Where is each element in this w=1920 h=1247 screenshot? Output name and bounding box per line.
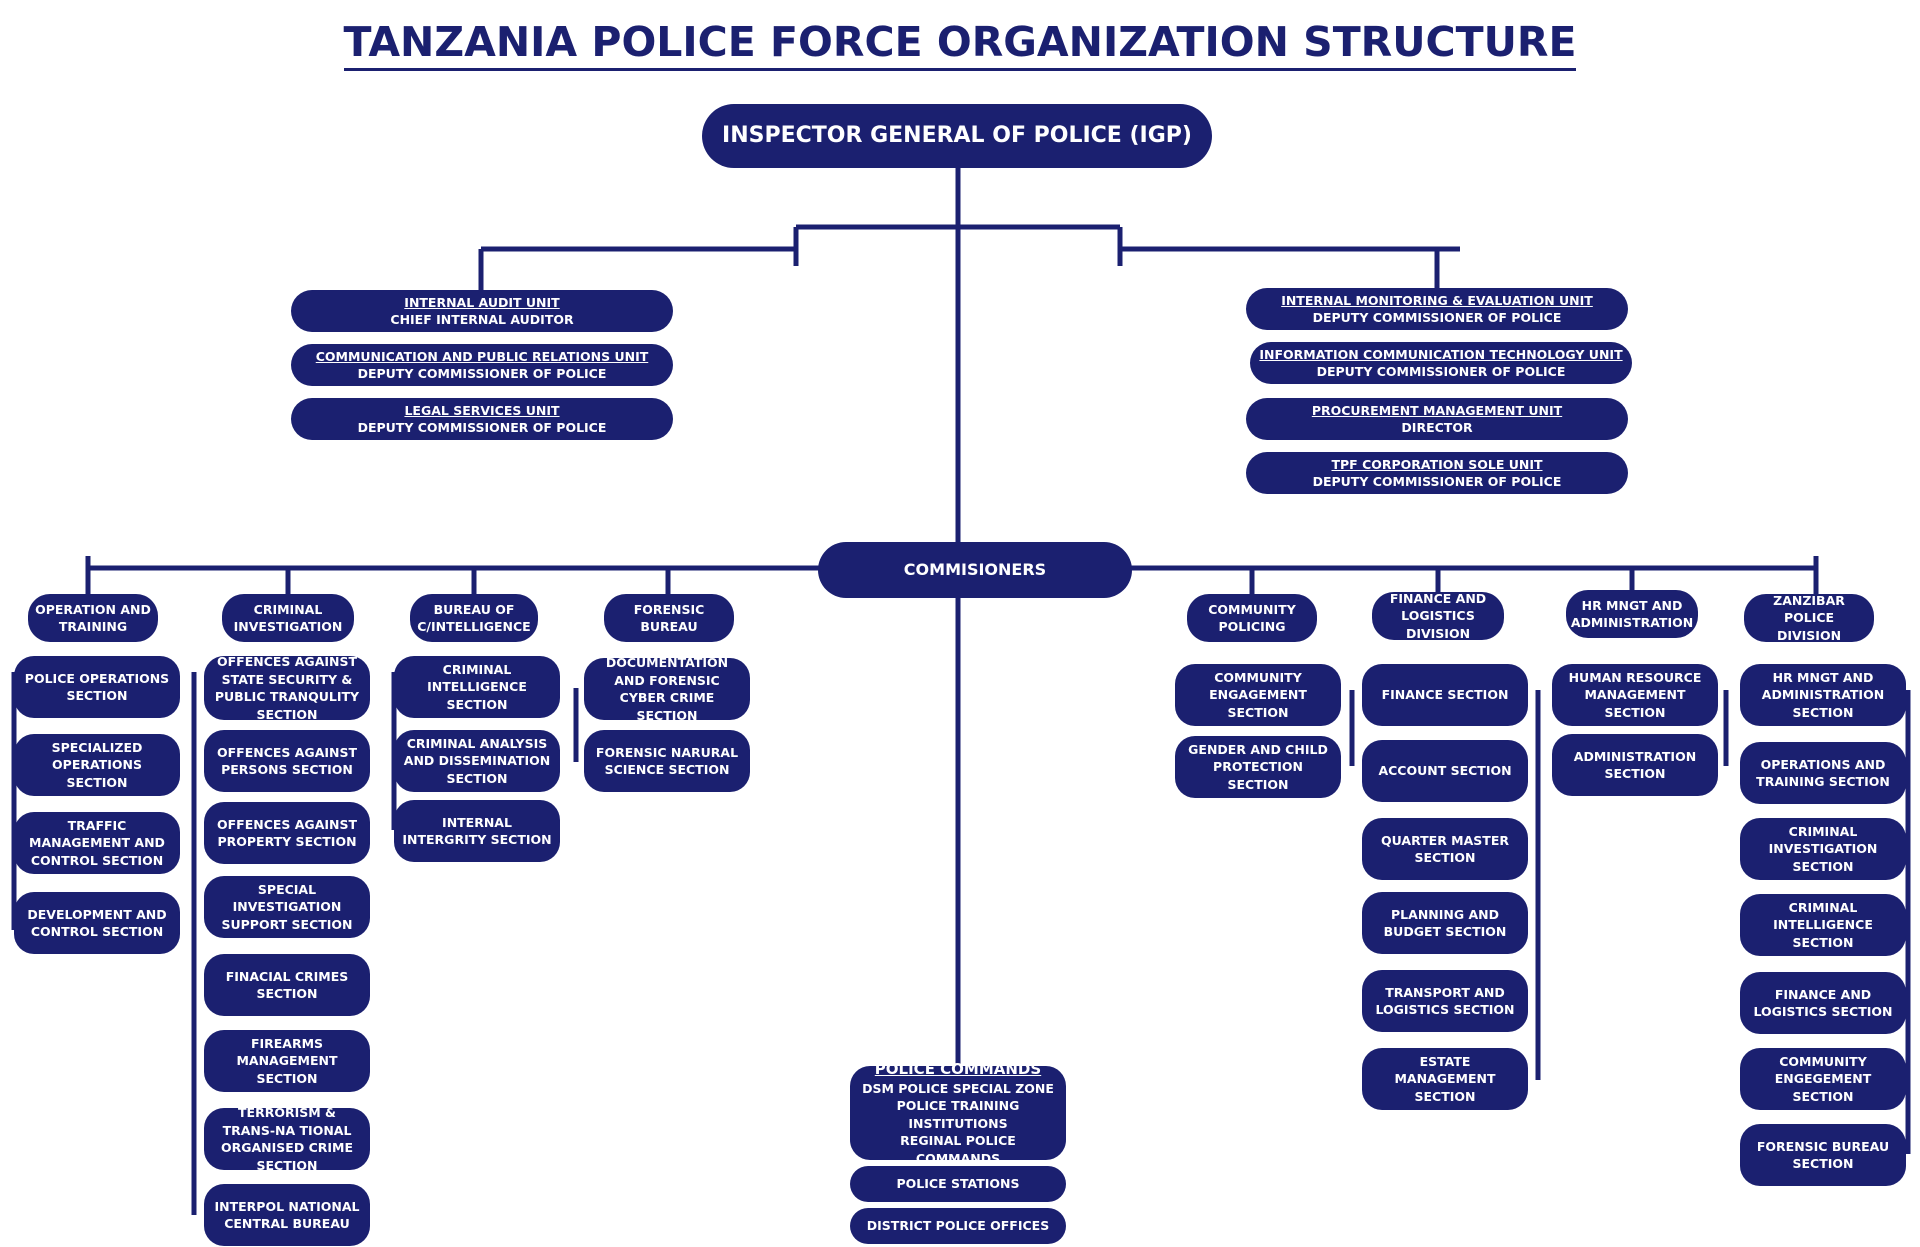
section-box: DOCUMENTATION AND FORENSIC CYBER CRIME S…: [584, 655, 750, 723]
page-title: TANZANIA POLICE FORCE ORGANIZATION STRUC…: [0, 18, 1920, 71]
division-forensic-bureau: FORENSIC BUREAU: [604, 594, 734, 642]
section-box: FINACIAL CRIMES SECTION: [204, 954, 370, 1016]
division-hr-administration: HR MNGT AND ADMINISTRATION: [1566, 590, 1698, 638]
police-commands-box: POLICE COMMANDS DSM POLICE SPECIAL ZONE …: [850, 1060, 1066, 1166]
division-finance-logistics: FINANCE AND LOGISTICS DIVISION: [1372, 591, 1504, 641]
section-box: FINANCE AND LOGISTICS SECTION: [1740, 972, 1906, 1034]
section-box: FORENSIC NARURAL SCIENCE SECTION: [584, 730, 750, 792]
section-box: QUARTER MASTER SECTION: [1362, 818, 1528, 880]
section-box: HR MNGT AND ADMINISTRATION SECTION: [1740, 664, 1906, 726]
section-box: CRIMINAL INTELLIGENCE SECTION: [394, 656, 560, 718]
section-box: POLICE OPERATIONS SECTION: [14, 656, 180, 718]
section-box: CRIMINAL INTELLIGENCE SECTION: [1740, 894, 1906, 956]
section-box: GENDER AND CHILD PROTECTION SECTION: [1175, 736, 1341, 798]
division-community-policing: COMMUNITY POLICING: [1187, 594, 1317, 642]
district-police-offices-box: DISTRICT POLICE OFFICES: [850, 1208, 1066, 1244]
section-box: HUMAN RESOURCE MANAGEMENT SECTION: [1552, 664, 1718, 726]
section-box: ESTATE MANAGEMENT SECTION: [1362, 1048, 1528, 1110]
police-stations-box: POLICE STATIONS: [850, 1166, 1066, 1202]
section-box: FINANCE SECTION: [1362, 664, 1528, 726]
section-box: CRIMINAL INVESTIGATION SECTION: [1740, 818, 1906, 880]
section-box: FORENSIC BUREAU SECTION: [1740, 1124, 1906, 1186]
section-box: INTERPOL NATIONAL CENTRAL BUREAU: [204, 1184, 370, 1246]
section-box: FIREARMS MANAGEMENT SECTION: [204, 1030, 370, 1092]
section-box: OFFENCES AGAINST PROPERTY SECTION: [204, 802, 370, 864]
division-zanzibar: ZANZIBAR POLICE DIVISION: [1744, 593, 1874, 643]
section-box: OPERATIONS AND TRAINING SECTION: [1740, 742, 1906, 804]
section-box: ACCOUNT SECTION: [1362, 740, 1528, 802]
section-box: CRIMINAL ANALYSIS AND DISSEMINATION SECT…: [394, 730, 560, 792]
unit-ict: INFORMATION COMMUNICATION TECHNOLOGY UNI…: [1250, 342, 1632, 384]
section-box: TRAFFIC MANAGEMENT AND CONTROL SECTION: [14, 812, 180, 874]
division-bureau-intelligence: BUREAU OF C/INTELLIGENCE: [410, 594, 538, 642]
section-box: TERRORISM & TRANS-NA TIONAL ORGANISED CR…: [204, 1105, 370, 1173]
section-box: OFFENCES AGAINST STATE SECURITY & PUBLIC…: [204, 654, 370, 722]
section-box: SPECIALIZED OPERATIONS SECTION: [14, 734, 180, 796]
section-box: ADMINISTRATION SECTION: [1552, 734, 1718, 796]
division-criminal-investigation: CRIMINAL INVESTIGATION: [222, 594, 354, 642]
section-box: COMMUNITY ENGEGEMENT SECTION: [1740, 1048, 1906, 1110]
division-operation-training: OPERATION AND TRAINING: [28, 594, 158, 642]
igp-box: INSPECTOR GENERAL OF POLICE (IGP): [702, 104, 1212, 168]
section-box: COMMUNITY ENGAGEMENT SECTION: [1175, 664, 1341, 726]
commissioners-box: COMMISIONERS: [818, 542, 1132, 598]
section-box: PLANNING AND BUDGET SECTION: [1362, 892, 1528, 954]
section-box: TRANSPORT AND LOGISTICS SECTION: [1362, 970, 1528, 1032]
section-box: OFFENCES AGAINST PERSONS SECTION: [204, 730, 370, 792]
section-box: SPECIAL INVESTIGATION SUPPORT SECTION: [204, 876, 370, 938]
section-box: INTERNAL INTERGRITY SECTION: [394, 800, 560, 862]
section-box: DEVELOPMENT AND CONTROL SECTION: [14, 892, 180, 954]
